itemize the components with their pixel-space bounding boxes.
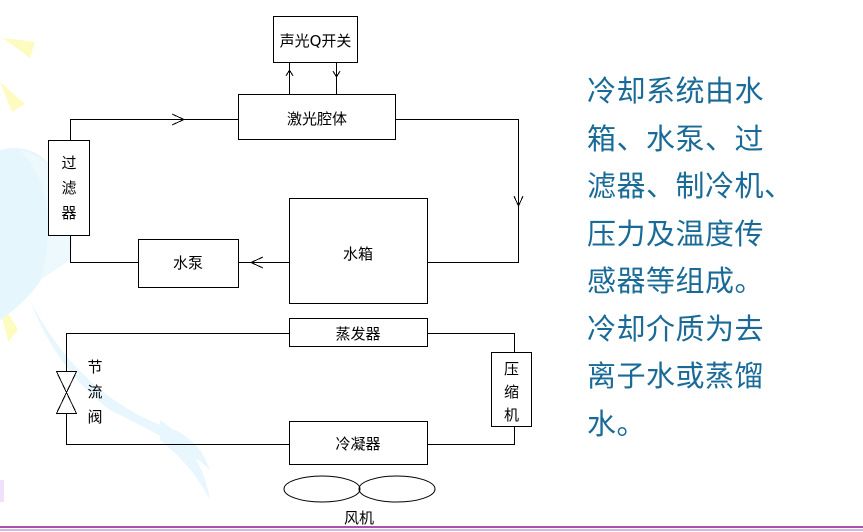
- decor-purple-mark: [0, 480, 4, 502]
- throttle-valve-label-3: 阀: [87, 408, 102, 426]
- compressor-box: [491, 352, 532, 427]
- laser-cavity-label: 激光腔体: [287, 110, 347, 128]
- fan-blade-left: [283, 475, 361, 503]
- condenser-box: [289, 421, 428, 465]
- description-line: 滤器、制冷机、: [587, 169, 794, 203]
- throttle-valve-label-2: 流: [87, 383, 102, 401]
- description-line: 感器等组成。: [587, 264, 765, 298]
- arrow-left-icon: [249, 256, 264, 269]
- description-line: 冷却系统由水: [587, 74, 765, 108]
- evaporator-box: [289, 318, 428, 347]
- compressor-label-1: 压: [504, 360, 519, 378]
- arrow-up-icon: [285, 69, 294, 77]
- description-line: 离子水或蒸馏: [587, 359, 765, 393]
- fan-label: 风机: [344, 509, 374, 527]
- throttle-valve-label-1: 节: [87, 358, 102, 376]
- filter-to-cavity-pipe: [70, 119, 238, 140]
- aom-switch-box: [273, 16, 358, 63]
- compressor-to-condenser-pipe: [428, 427, 515, 445]
- description-text: 冷却系统由水 箱、水泵、过 滤器、制冷机、 压力及温度传 感器等组成。 冷却介质…: [587, 68, 837, 448]
- water-tank-box: [289, 198, 428, 304]
- filter-box: [48, 140, 90, 236]
- cavity-to-tank-pipe: [396, 119, 519, 263]
- filter-label-3: 器: [61, 204, 76, 222]
- water-tank-label: 水箱: [343, 245, 373, 263]
- compressor-label-3: 机: [504, 406, 519, 424]
- filter-label-1: 过: [61, 154, 76, 172]
- pump-to-filter-pipe: [70, 236, 138, 263]
- description-line: 水。: [587, 406, 647, 441]
- description-line: 冷却介质为去: [587, 311, 765, 346]
- throttle-valve-icon: [55, 371, 78, 414]
- decor-yellow-ray-1: [3, 38, 35, 58]
- arrow-down-icon: [332, 70, 341, 78]
- condenser-to-valve-pipe: [66, 413, 289, 445]
- decor-blue-tail: [160, 420, 210, 500]
- filter-label-2: 滤: [61, 179, 76, 197]
- evaporator-to-compressor-pipe: [428, 333, 515, 352]
- description-line: 箱、水泵、过: [587, 121, 765, 156]
- decor-yellow-ray-2: [0, 82, 25, 112]
- laser-cavity-box: [238, 94, 396, 140]
- aom-switch-label: 声光Q开关: [280, 32, 352, 50]
- water-pump-label: 水泵: [173, 254, 203, 272]
- arrow-down-right-icon: [513, 195, 524, 208]
- compressor-label-2: 缩: [504, 383, 519, 401]
- water-pump-box: [138, 239, 239, 288]
- arrow-right-icon: [171, 113, 186, 126]
- fan-blade-right: [358, 475, 436, 503]
- description-line: 压力及温度传: [587, 216, 765, 251]
- condenser-label: 冷凝器: [335, 435, 380, 453]
- valve-to-evaporator-pipe: [66, 333, 289, 371]
- evaporator-label: 蒸发器: [335, 325, 380, 343]
